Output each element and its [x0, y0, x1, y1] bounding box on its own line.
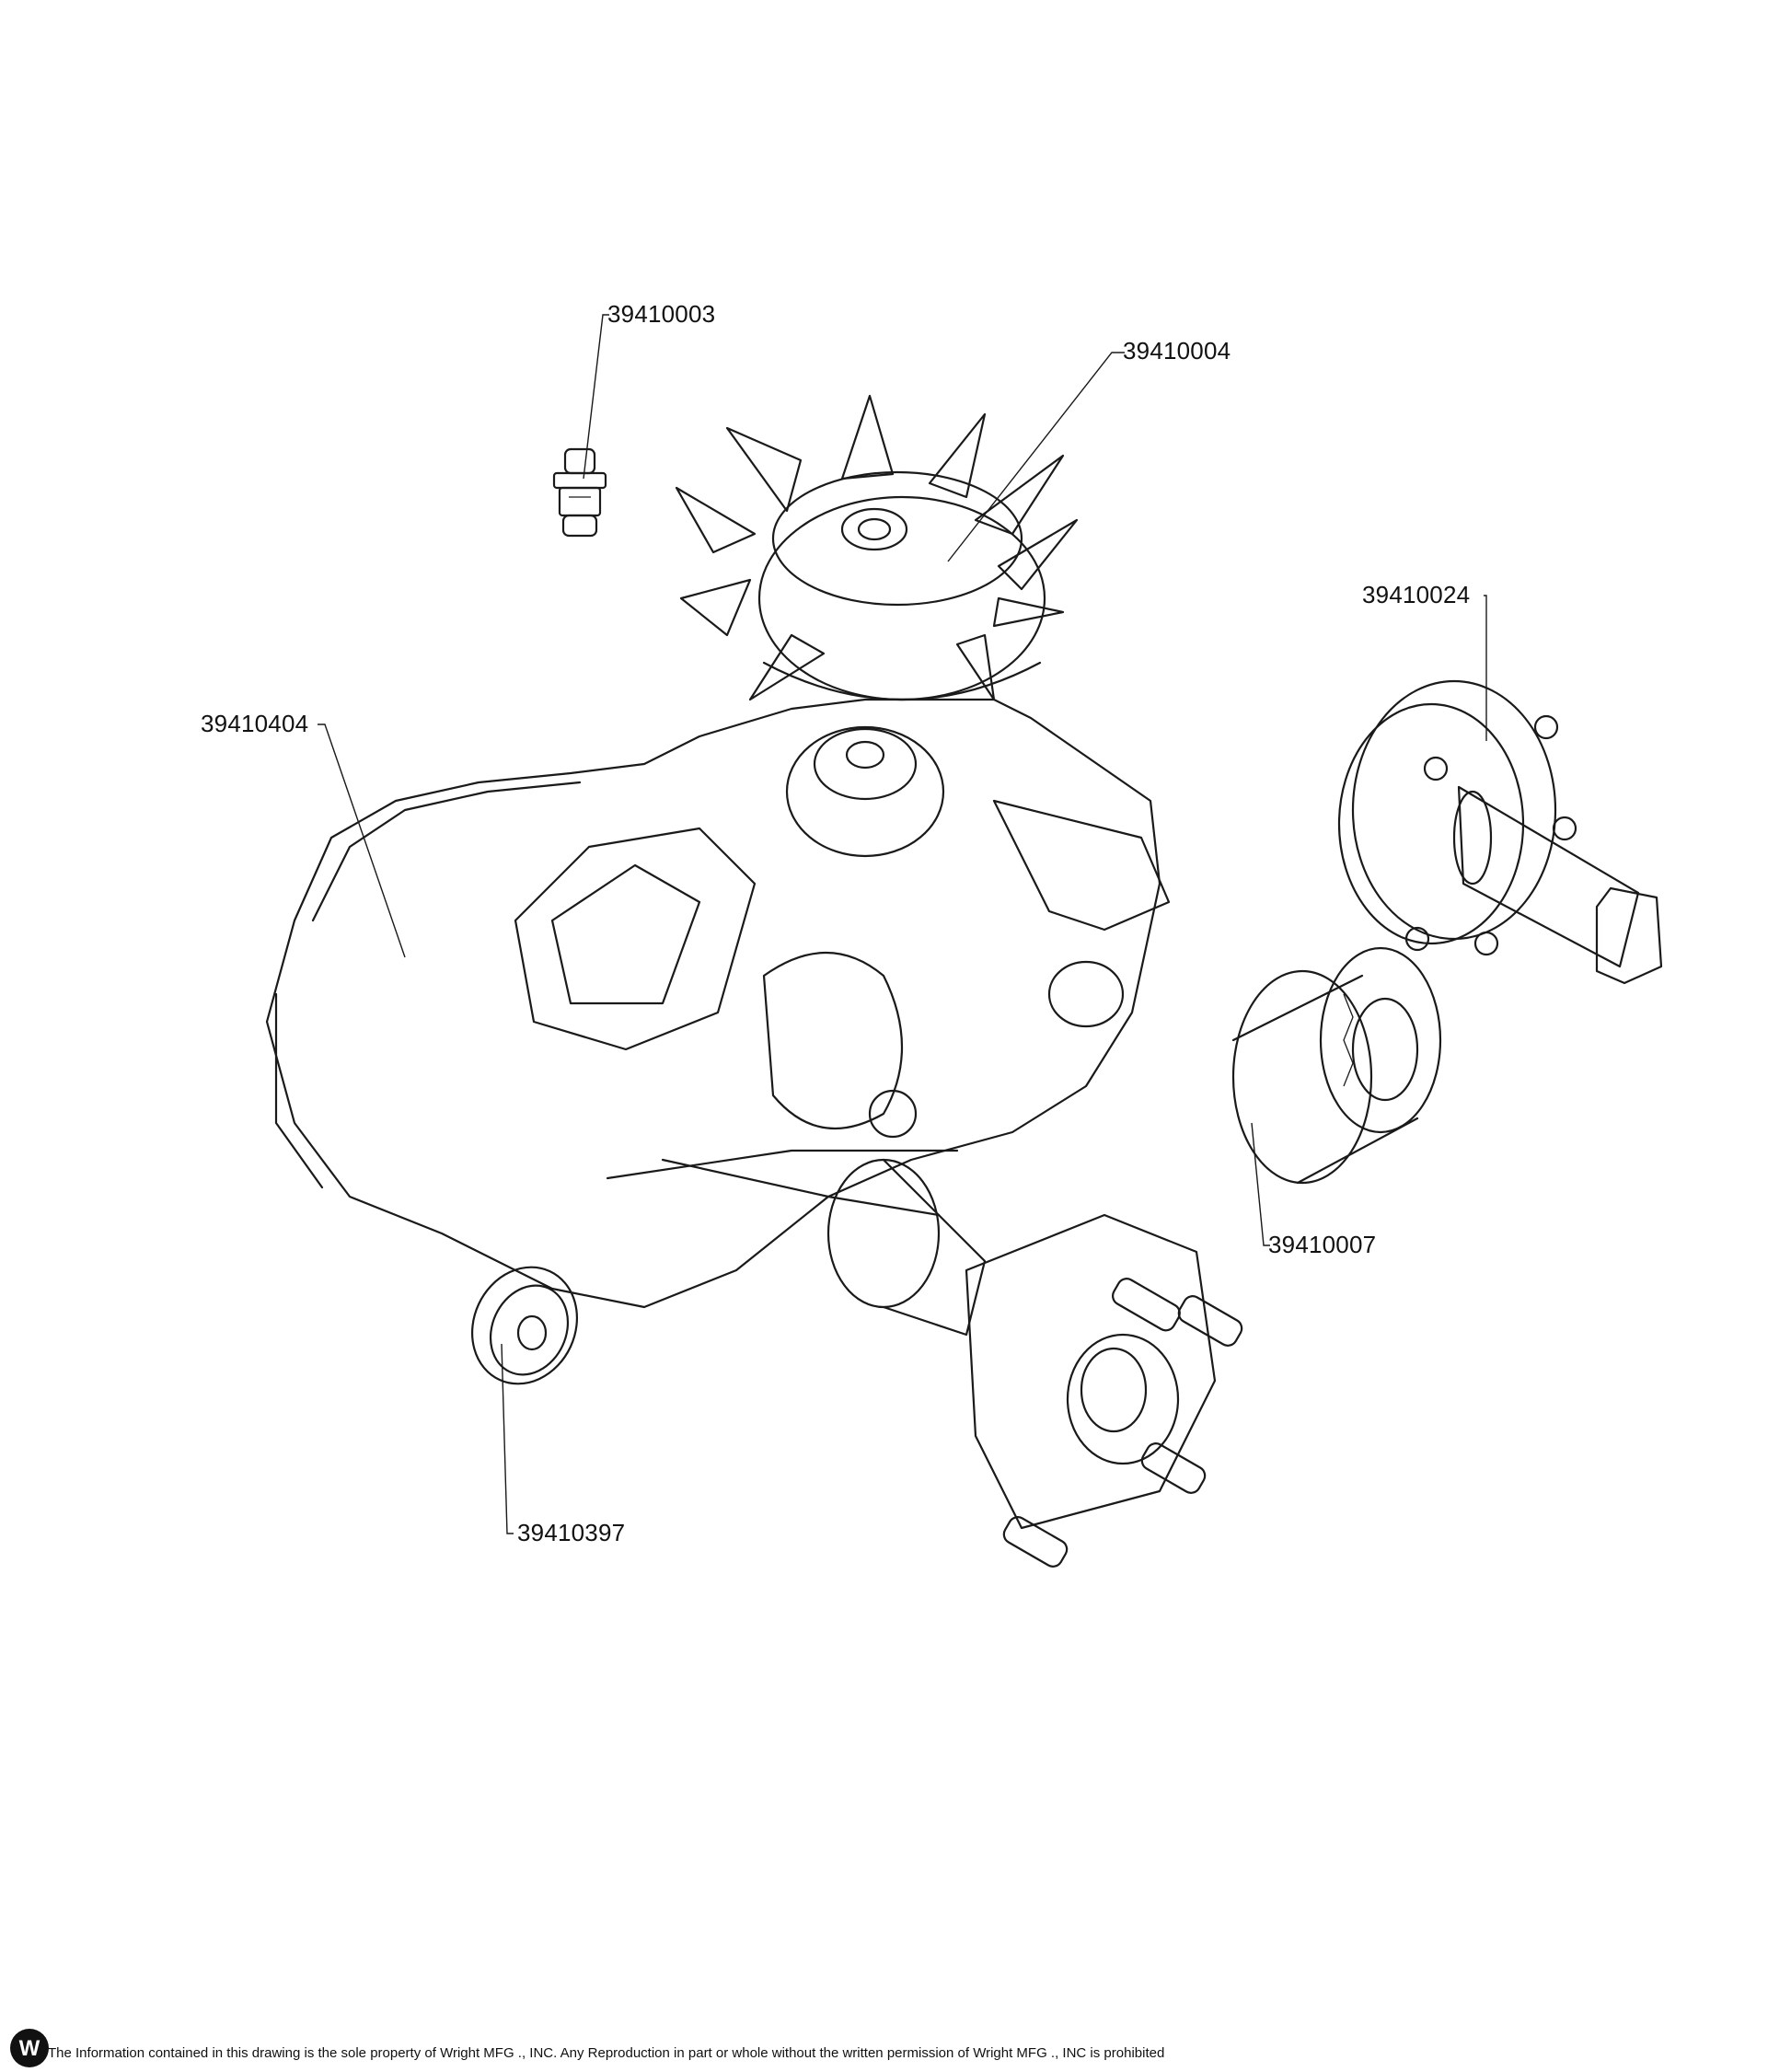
leader-lines: [318, 314, 1487, 1534]
leader-39410007: [1251, 1122, 1270, 1246]
leader-39410024: [1484, 595, 1487, 741]
pulley-part: [470, 1266, 579, 1385]
callout-39410404: 39410404: [201, 710, 309, 737]
flange-hub-part: [1337, 679, 1663, 985]
leader-39410004: [947, 352, 1125, 562]
callout-39410004: 39410004: [1123, 337, 1231, 365]
leader-39410003: [583, 314, 609, 480]
callout-39410003: 39410003: [607, 300, 716, 328]
callout-39410024: 39410024: [1362, 581, 1471, 608]
fitting-part: [552, 447, 607, 538]
fan-part: [675, 394, 1079, 701]
callout-39410007: 39410007: [1268, 1231, 1377, 1258]
wright-logo: W: [10, 2029, 49, 2067]
oil-filter-part: [1231, 946, 1442, 1185]
axle-hub: [826, 1158, 1243, 1568]
logo-letter: W: [19, 2036, 40, 2061]
callout-39410397: 39410397: [517, 1519, 626, 1546]
leader-39410397: [501, 1343, 514, 1534]
transaxle-housing-part: [265, 698, 1171, 1309]
leader-39410404: [318, 723, 406, 958]
footer-disclaimer: The Information contained in this drawin…: [48, 2045, 1165, 2061]
